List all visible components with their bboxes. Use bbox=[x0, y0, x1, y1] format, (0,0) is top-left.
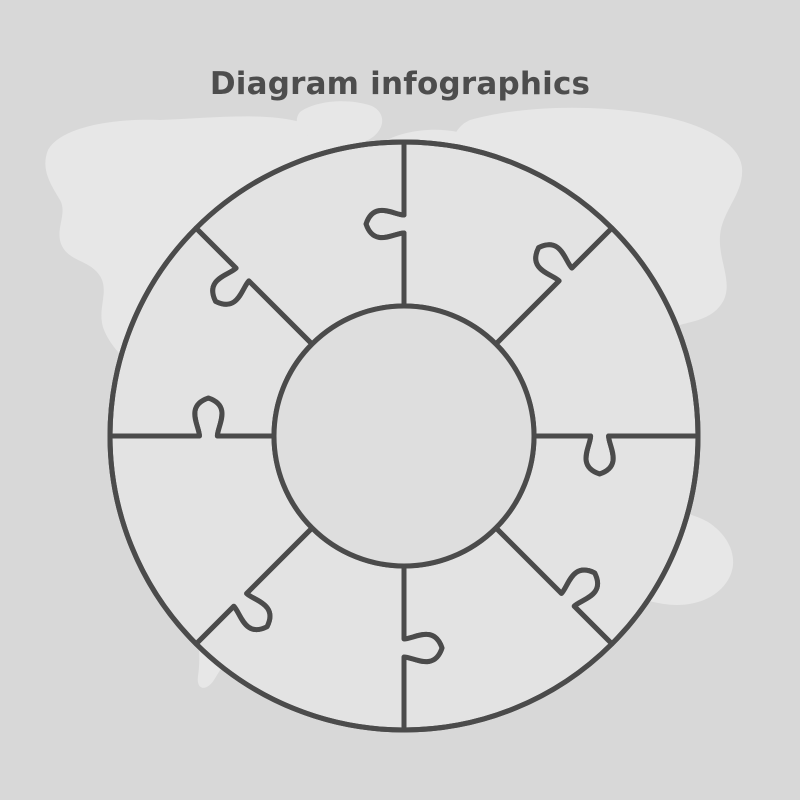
center-circle bbox=[271, 303, 537, 569]
puzzle-segments-group bbox=[107, 139, 701, 733]
outer-ring bbox=[107, 139, 701, 733]
page-title: Diagram infographics bbox=[209, 66, 591, 102]
map-greenland bbox=[296, 101, 383, 146]
